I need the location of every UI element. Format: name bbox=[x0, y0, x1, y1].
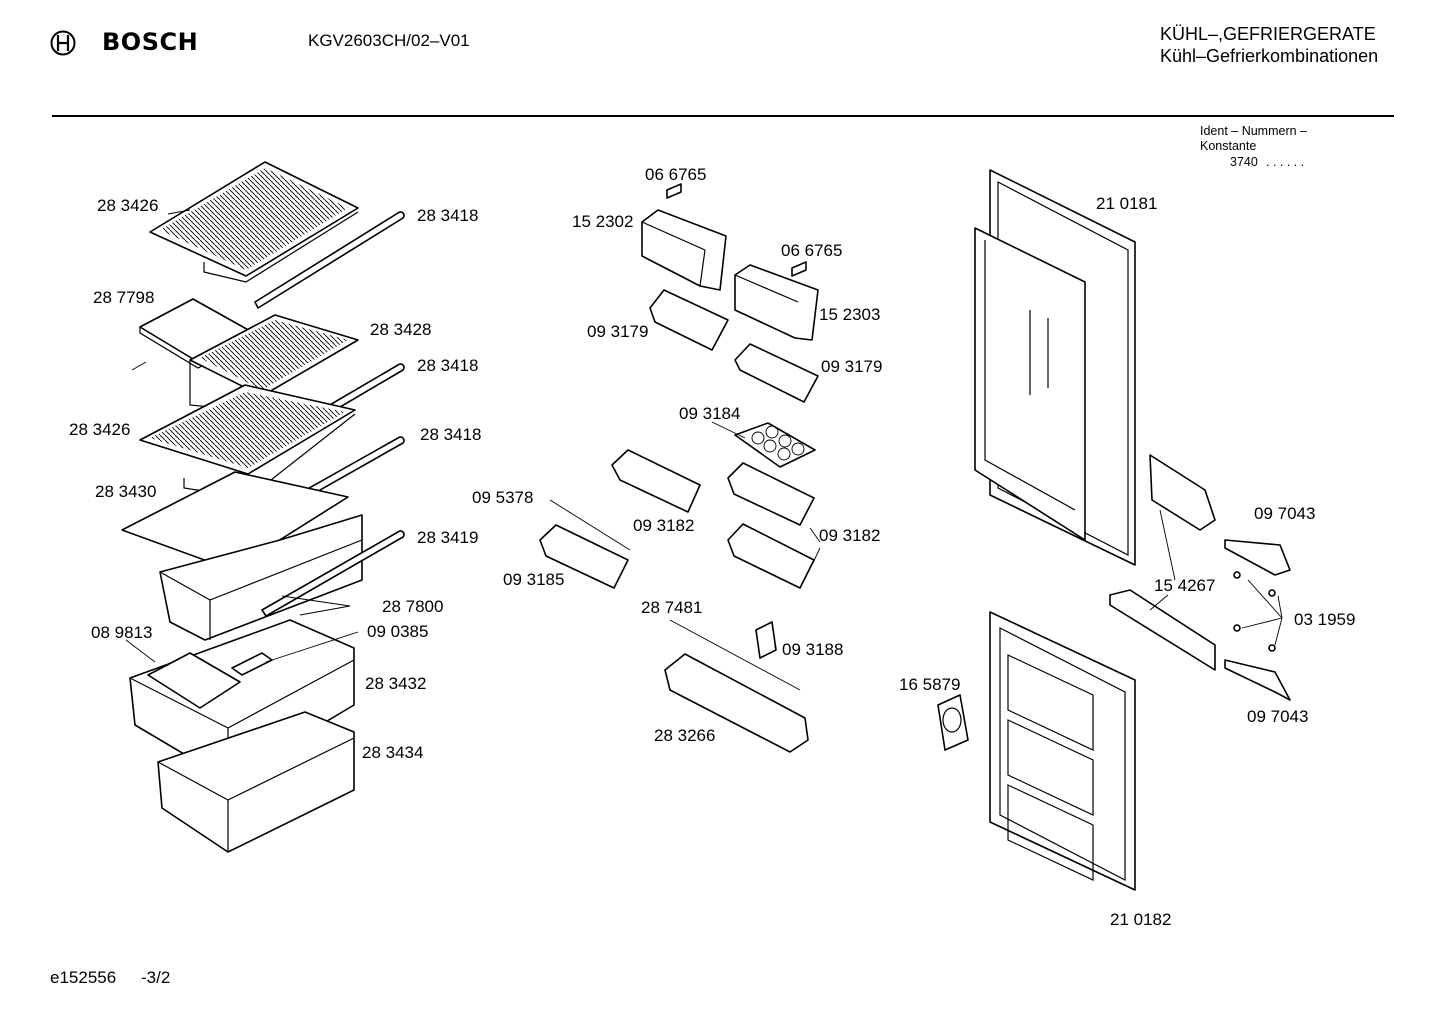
part-number-label: 09 7043 bbox=[1254, 504, 1315, 523]
fridge-door bbox=[974, 169, 1136, 566]
header-rule bbox=[52, 115, 1394, 117]
ident-value: 3740 bbox=[1230, 155, 1258, 169]
part-number-label: 15 4267 bbox=[1154, 576, 1215, 595]
door-tray-6 bbox=[539, 524, 629, 589]
part-number-label: 28 3432 bbox=[365, 674, 426, 693]
part-number-label: 28 7798 bbox=[93, 288, 154, 307]
part-number-label: 28 3428 bbox=[370, 320, 431, 339]
part-number-label: 08 9813 bbox=[91, 623, 152, 642]
category-title: KÜHL–,GEFRIERGERATE bbox=[1160, 24, 1376, 44]
ident-label: Ident – Nummern – bbox=[1200, 124, 1307, 138]
part-number-label: 28 7481 bbox=[641, 598, 702, 617]
part-number-label: 28 3426 bbox=[97, 196, 158, 215]
door-tray-3 bbox=[611, 449, 701, 513]
freezer-door bbox=[989, 611, 1136, 891]
part-number-label: 06 6765 bbox=[781, 241, 842, 260]
part-number-label: 28 3266 bbox=[654, 726, 715, 745]
part-number-label: 09 3182 bbox=[819, 526, 880, 545]
ice-cube-tray bbox=[147, 652, 241, 709]
ident-constant-label: Konstante bbox=[1200, 139, 1257, 153]
part-number-label: 09 5378 bbox=[472, 488, 533, 507]
part-number-label: 09 3182 bbox=[633, 516, 694, 535]
retaining-clip bbox=[755, 621, 777, 659]
handle-bracket-2 bbox=[1224, 659, 1291, 701]
door-screw-2 bbox=[791, 261, 807, 277]
part-number-label: 06 6765 bbox=[645, 165, 706, 184]
part-number-label: 28 3430 bbox=[95, 482, 156, 501]
shelf-trim-strip-1 bbox=[254, 211, 405, 309]
part-number-label: 28 3418 bbox=[417, 356, 478, 375]
part-number-label: 09 3185 bbox=[503, 570, 564, 589]
door-tray-5 bbox=[727, 523, 815, 589]
part-number-label: 28 3418 bbox=[420, 425, 481, 444]
part-number-label: 09 0385 bbox=[367, 622, 428, 641]
part-number-label: 28 3434 bbox=[362, 743, 423, 762]
ident-dots: . . . . . . bbox=[1266, 155, 1305, 169]
part-number-label: 09 3188 bbox=[782, 640, 843, 659]
part-number-label: 28 7800 bbox=[382, 597, 443, 616]
door-handle bbox=[1149, 454, 1216, 531]
handle-trim bbox=[1109, 589, 1216, 671]
brand-name: BOSCH bbox=[102, 28, 199, 56]
model-number: KGV2603CH/02–V01 bbox=[308, 31, 470, 50]
part-number-label: 28 3426 bbox=[69, 420, 130, 439]
part-number-label: 09 3184 bbox=[679, 404, 740, 423]
freezer-drawer-lower bbox=[157, 711, 355, 853]
part-number-label: 15 2303 bbox=[819, 305, 880, 324]
part-number-label: 28 3418 bbox=[417, 206, 478, 225]
freezer-drawer-upper bbox=[129, 619, 355, 781]
part-number-label: 21 0181 bbox=[1096, 194, 1157, 213]
part-number-labels: 28 3426 28 3418 28 7798 28 3428 28 3418 28 34… bbox=[69, 165, 1355, 929]
door-bin-upper-right bbox=[734, 264, 819, 341]
door-tray-2 bbox=[734, 343, 819, 403]
part-number-label: 09 3179 bbox=[587, 322, 648, 341]
door-screw-1 bbox=[666, 183, 682, 199]
door-rack-long bbox=[664, 619, 809, 753]
part-number-label: 09 3179 bbox=[821, 357, 882, 376]
handle-bracket-1 bbox=[1224, 539, 1291, 576]
door-screws bbox=[1233, 571, 1276, 652]
part-number-label: 16 5879 bbox=[899, 675, 960, 694]
part-number-label: 28 3419 bbox=[417, 528, 478, 547]
page-number: -3/2 bbox=[141, 968, 171, 987]
part-number-label: 15 2302 bbox=[572, 212, 633, 231]
glass-cover-plate bbox=[121, 471, 349, 571]
egg-tray bbox=[734, 422, 816, 468]
category-subtitle: Kühl–Gefrierkombinationen bbox=[1160, 46, 1379, 66]
door-bin-upper-left bbox=[641, 209, 727, 291]
part-number-label: 09 7043 bbox=[1247, 707, 1308, 726]
part-number-label: 21 0182 bbox=[1110, 910, 1171, 929]
glass-shelf-top bbox=[149, 161, 359, 283]
bosch-logo-icon bbox=[50, 30, 76, 56]
crisper-drawer bbox=[159, 514, 405, 641]
part-number-label: 03 1959 bbox=[1294, 610, 1355, 629]
door-tray-4 bbox=[727, 462, 815, 526]
door-tray-1 bbox=[649, 289, 729, 351]
thermostat-knob bbox=[937, 694, 969, 751]
document-id: e152556 bbox=[50, 968, 117, 987]
